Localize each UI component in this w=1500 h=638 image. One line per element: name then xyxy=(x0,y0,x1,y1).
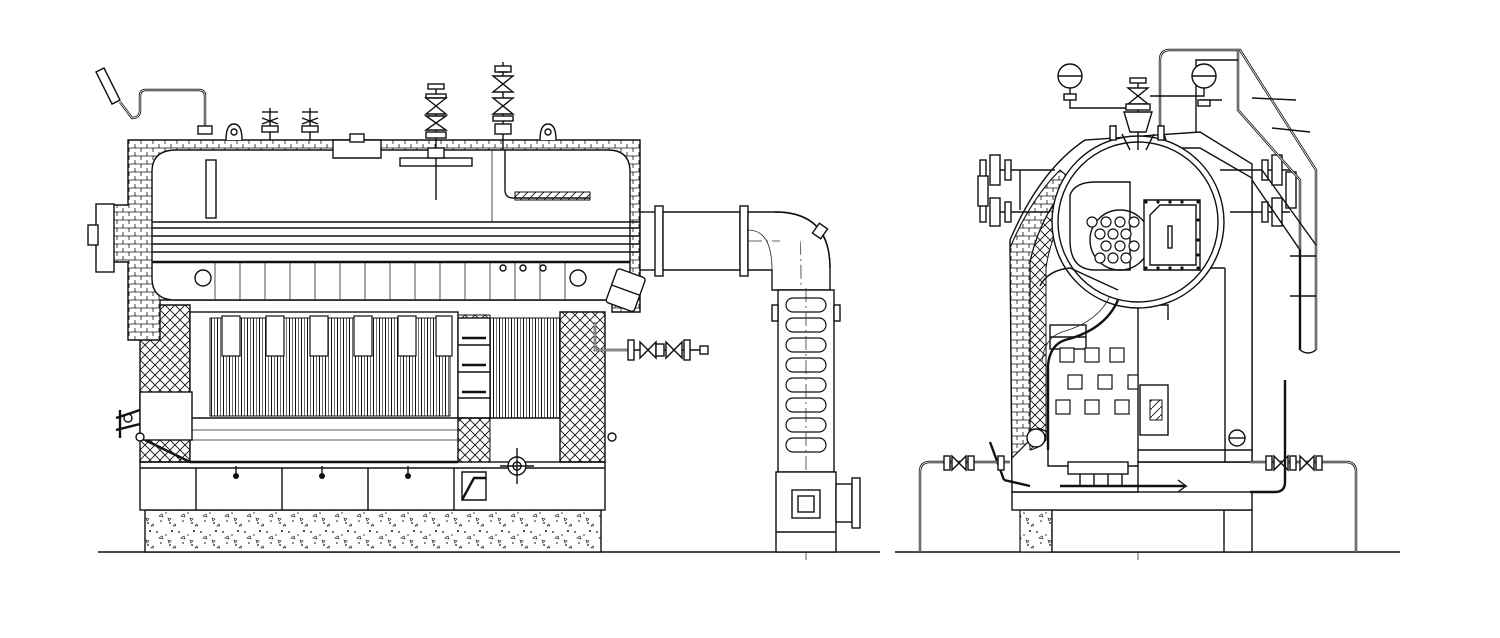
tube-cluster xyxy=(1086,216,1140,264)
steam-drum xyxy=(151,123,660,313)
valve-stacks xyxy=(95,62,515,200)
side-elevation-view xyxy=(87,62,880,560)
feed-pipes xyxy=(918,154,1358,552)
access-doors xyxy=(1049,199,1246,447)
foundation xyxy=(1011,491,1253,553)
concrete-foundation xyxy=(144,509,602,553)
flue-duct-elbow xyxy=(639,205,831,291)
economizer xyxy=(771,288,861,560)
ash-hopper xyxy=(139,448,606,511)
front-section-view xyxy=(895,48,1400,560)
blowdown-valves xyxy=(135,339,709,442)
top-gauges xyxy=(1057,63,1217,151)
railing-ladder xyxy=(1158,48,1318,354)
furnace-tube-bank xyxy=(115,311,632,464)
